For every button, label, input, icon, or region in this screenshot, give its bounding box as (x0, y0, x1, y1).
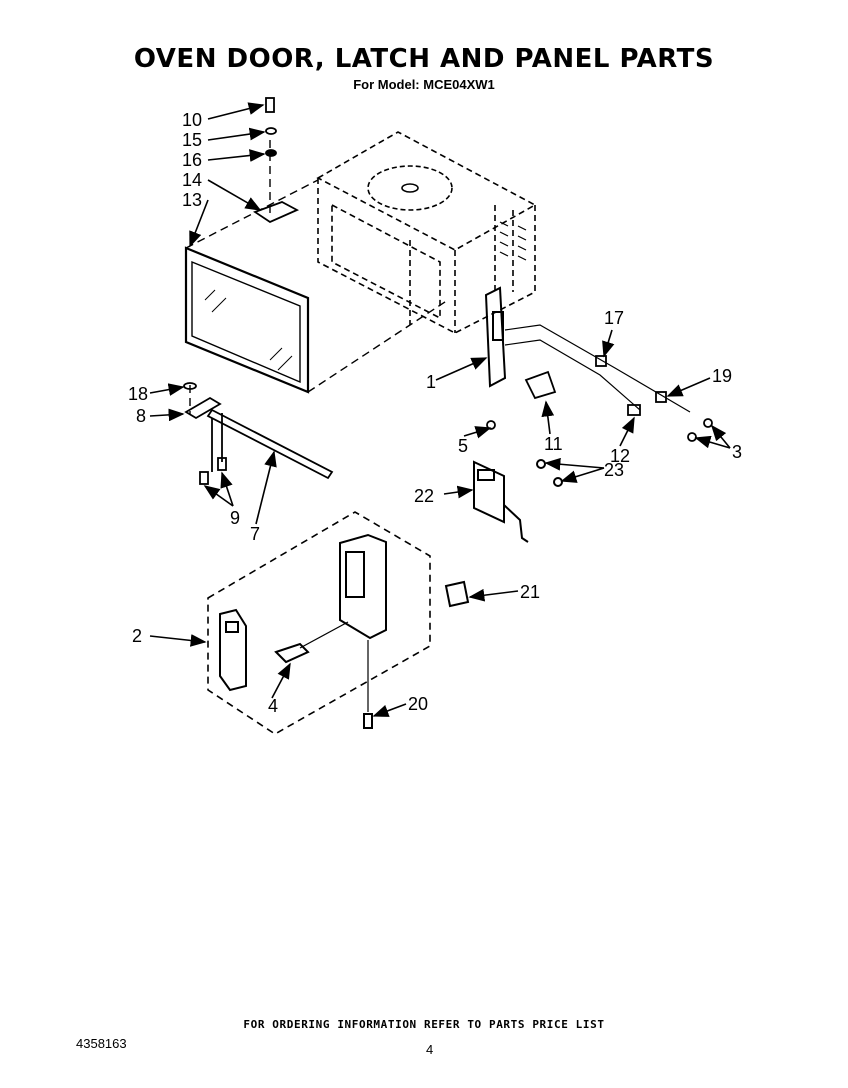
callout-18: 18 (128, 384, 148, 404)
callout-19: 19 (712, 366, 732, 386)
callout-7: 7 (250, 524, 260, 544)
callout-5: 5 (458, 436, 468, 456)
callout-21: 21 (520, 582, 540, 602)
control-panel (219, 533, 470, 729)
page-number: 4 (426, 1042, 434, 1057)
callout-9: 9 (230, 508, 240, 528)
page-title: OVEN DOOR, LATCH AND PANEL PARTS (133, 44, 715, 74)
control-board (473, 459, 563, 543)
upper-hinge (253, 97, 300, 224)
callout-15: 15 (182, 130, 202, 150)
callout-12: 12 (610, 446, 630, 466)
callout-20: 20 (408, 694, 428, 714)
ordering-note: FOR ORDERING INFORMATION REFER TO PARTS … (243, 1018, 605, 1031)
latch-wiring (504, 324, 691, 413)
callout-14: 14 (182, 170, 202, 190)
oven-cabinet (316, 131, 537, 334)
callout-1: 1 (426, 372, 436, 392)
callout-16: 16 (182, 150, 202, 170)
callout-labels: 10 15 16 14 13 18 8 9 7 1 5 11 17 19 12 … (128, 110, 742, 716)
callout-2: 2 (132, 626, 142, 646)
oven-door (184, 246, 310, 394)
callout-4: 4 (268, 696, 278, 716)
door-hinge-guides (185, 140, 449, 415)
control-panel-group (207, 511, 431, 735)
callout-23: 23 (604, 460, 624, 480)
turntable (367, 165, 453, 211)
latch-switches (486, 355, 713, 442)
door-rail (199, 408, 334, 485)
cabinet-vents (499, 221, 527, 261)
document-number: 4358163 (76, 1036, 127, 1051)
callout-3: 3 (732, 442, 742, 462)
latch-plate (484, 286, 507, 388)
callout-11: 11 (544, 434, 563, 454)
callout-10: 10 (182, 110, 202, 130)
callout-13: 13 (182, 190, 202, 210)
callout-arrows (149, 102, 731, 717)
model-subtitle: For Model: MCE04XW1 (353, 77, 495, 92)
callout-22: 22 (414, 486, 434, 506)
callout-17: 17 (604, 308, 624, 328)
callout-8: 8 (136, 406, 146, 426)
